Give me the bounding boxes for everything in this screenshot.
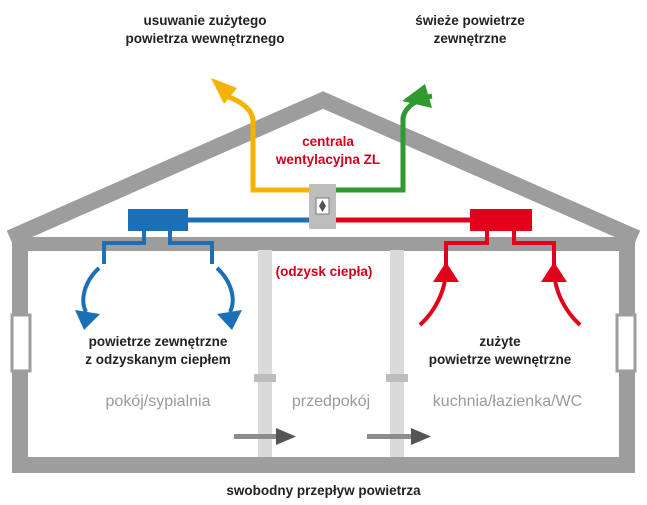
supply-distributor xyxy=(128,209,188,231)
supply-arrow-left xyxy=(75,310,100,330)
airflow-arrow-right xyxy=(367,428,431,445)
interior-wall-left xyxy=(258,250,272,457)
room-hallway-label: przedpokój xyxy=(291,393,371,410)
window-left xyxy=(10,313,32,373)
exhaust-arrowhead xyxy=(211,78,237,104)
exhaust-out-label: usuwanie zużytego powietrza wewnętrznego xyxy=(125,13,285,46)
unit-label: centrala wentylacyjna ZL xyxy=(275,134,381,167)
interior-wall-left-gap xyxy=(254,374,276,382)
exhaust-duct xyxy=(225,93,310,193)
airflow-arrow-left xyxy=(234,428,296,445)
supply-branches xyxy=(81,231,235,313)
interior-wall-right-gap xyxy=(386,374,408,382)
extract-arrow-right xyxy=(541,262,567,282)
heat-recovery-label: (odzysk ciepła) xyxy=(275,264,373,279)
extract-collector xyxy=(470,209,532,231)
window-right xyxy=(615,313,637,373)
heat-exchanger-icon xyxy=(315,197,330,215)
extract-air-label: zużyte powietrze wewnętrzne xyxy=(428,334,572,367)
room-kitchen-bath-label: kuchnia/łazienka/WC xyxy=(432,393,583,410)
supply-arrow-right xyxy=(217,310,242,330)
room-bedroom-label: pokój/sypialnia xyxy=(105,393,211,410)
interior-wall-right xyxy=(390,250,404,457)
free-airflow-label: swobodny przepływ powietrza xyxy=(226,483,421,498)
fresh-air-arrowhead xyxy=(402,84,432,108)
fresh-air-label: świeże powietrze zewnętrzne xyxy=(415,13,525,46)
supply-air-label: powietrze zewnętrzne z odzyskanym ciepłe… xyxy=(85,334,231,367)
extract-arrow-left xyxy=(433,262,459,282)
